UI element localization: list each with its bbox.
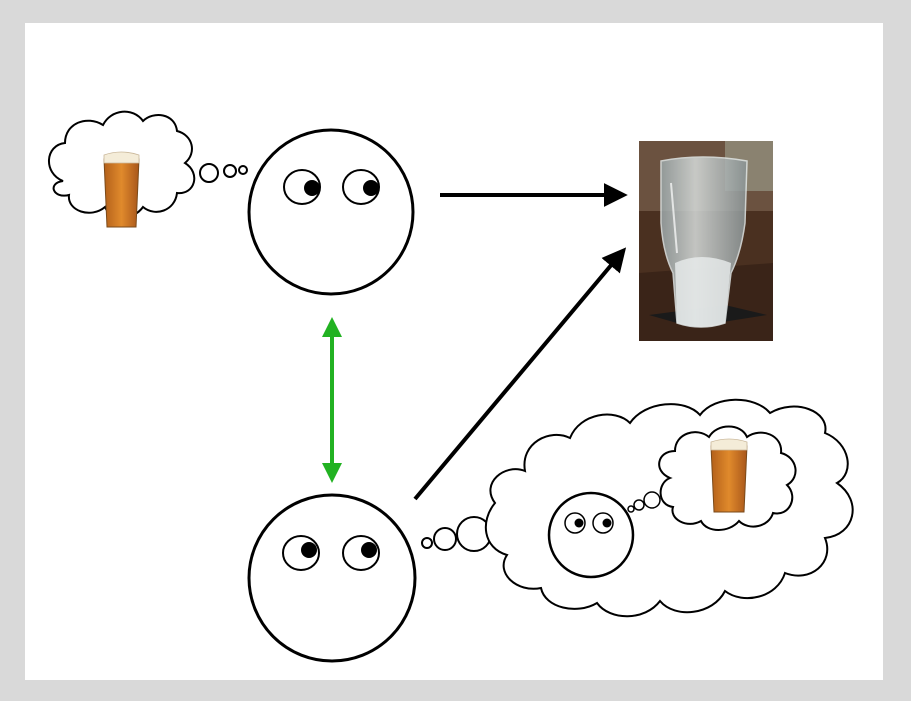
empty-glass-photo — [639, 141, 773, 341]
thought-dots-inner — [627, 491, 661, 513]
thought-cloud-large — [484, 398, 854, 618]
slide — [25, 23, 883, 680]
thought-dots-top — [199, 163, 248, 183]
imagined-person — [547, 491, 635, 579]
beer-pint-icon — [710, 438, 748, 513]
person-bottom — [247, 493, 417, 663]
eye-right — [342, 535, 380, 571]
eye-right — [342, 169, 380, 205]
eye-left — [564, 512, 586, 534]
diagram — [48, 110, 854, 663]
eye-left — [283, 169, 321, 205]
eye-right — [592, 512, 614, 534]
person-top — [247, 128, 415, 296]
arrow-bottom-to-glass — [413, 247, 627, 501]
beer-pint-icon — [103, 151, 140, 228]
thought-dots-bottom — [421, 516, 492, 552]
eye-left — [282, 535, 320, 571]
